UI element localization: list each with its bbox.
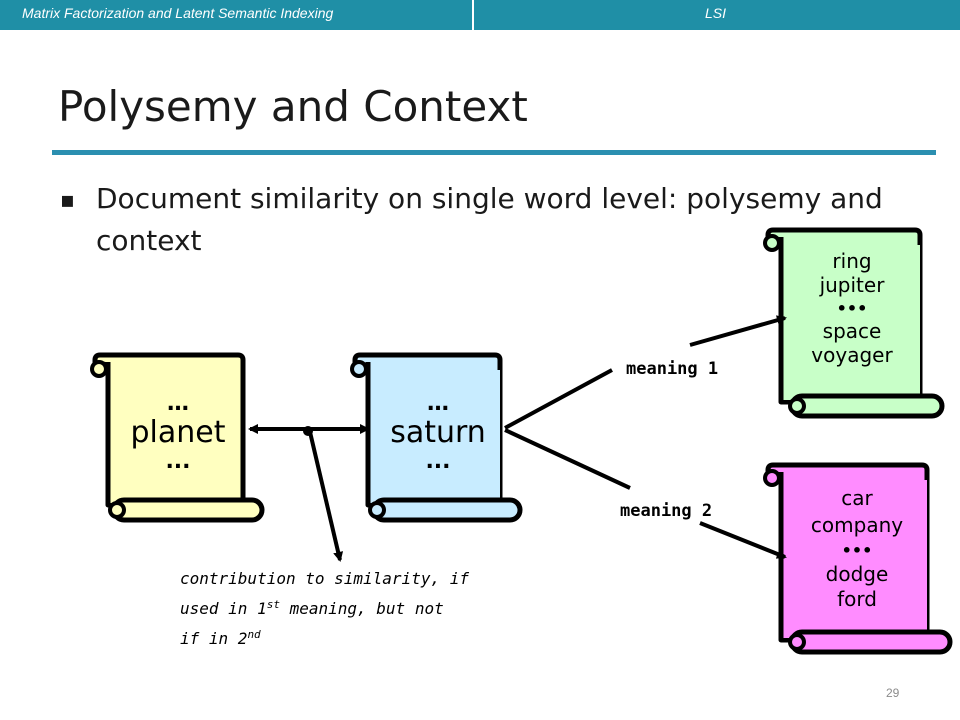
meaning1-arrow <box>689 315 787 347</box>
header-topic: LSI <box>705 5 727 21</box>
meaning2-scroll-curl-top <box>763 469 781 487</box>
meaning1-branch-line <box>504 368 613 430</box>
saturn-word: saturn <box>390 415 486 450</box>
meaning1-scroll-roll <box>789 393 945 419</box>
meaning1-line-4: space <box>823 319 882 343</box>
planet-scroll-curl-bottom <box>108 501 126 519</box>
note-line-2: used in 1st meaning, but not <box>180 598 444 619</box>
meaning2-label: meaning 2 <box>620 501 712 521</box>
meaning1-line-2: jupiter <box>819 273 886 297</box>
meaning2-scroll-curl-bottom <box>788 633 806 651</box>
meaning1-line-5: voyager <box>811 343 893 367</box>
note-line-3: if in 2nd <box>180 628 261 649</box>
meaning2-line-2: company <box>811 513 903 537</box>
document-saturn: … saturn ... <box>350 352 523 523</box>
document-planet: … planet ... <box>90 352 265 523</box>
saturn-bottom-ellipsis: ... <box>425 449 450 474</box>
saturn-scroll-roll <box>371 497 523 523</box>
meaning1-line-1: ring <box>832 249 871 273</box>
planet-scroll-curl-top <box>90 360 108 378</box>
title-underline <box>52 150 936 155</box>
meaning1-line-3: ••• <box>837 299 868 318</box>
meaning2-arrow <box>699 521 787 559</box>
header-section-title: Matrix Factorization and Latent Semantic… <box>22 5 334 21</box>
meaning2-branch-line <box>504 428 631 490</box>
meaning1-scroll-curl-bottom <box>788 397 806 415</box>
saturn-top-ellipsis: … <box>427 391 449 416</box>
meaning2-line-4: dodge <box>826 562 889 586</box>
planet-scroll-fill <box>108 370 243 503</box>
note-line-1: contribution to similarity, if <box>180 569 469 588</box>
saturn-scroll-curl-bottom <box>368 501 386 519</box>
meaning1-scroll-fill <box>781 245 920 400</box>
document-meaning-2: car company ••• dodge ford <box>763 462 953 655</box>
meaning1-scroll-curl-top <box>763 234 781 252</box>
bullet-text: Document similarity on single word level… <box>96 182 883 257</box>
meaning1-label: meaning 1 <box>626 359 718 379</box>
document-meaning-1: ring jupiter ••• space voyager <box>763 227 945 419</box>
header-bar-right <box>474 0 960 30</box>
slide-title: Polysemy and Context <box>58 82 528 131</box>
meaning2-scroll-fill <box>781 480 927 638</box>
header-bar-left <box>0 0 472 30</box>
planet-scroll-roll <box>111 497 265 523</box>
page-number: 29 <box>886 686 900 700</box>
meaning2-line-3: ••• <box>842 541 873 560</box>
saturn-scroll-fill <box>368 370 500 503</box>
saturn-scroll-curl-top <box>350 360 368 378</box>
planet-top-ellipsis: … <box>167 391 189 416</box>
planet-word: planet <box>131 415 226 450</box>
meaning2-line-1: car <box>841 486 873 510</box>
planet-bottom-ellipsis: ... <box>165 449 190 474</box>
meaning2-line-5: ford <box>837 587 877 611</box>
note-pointer-arrow <box>308 431 344 562</box>
meaning2-scroll-roll <box>789 629 953 655</box>
bullet-square-icon: ▪ <box>60 188 75 213</box>
